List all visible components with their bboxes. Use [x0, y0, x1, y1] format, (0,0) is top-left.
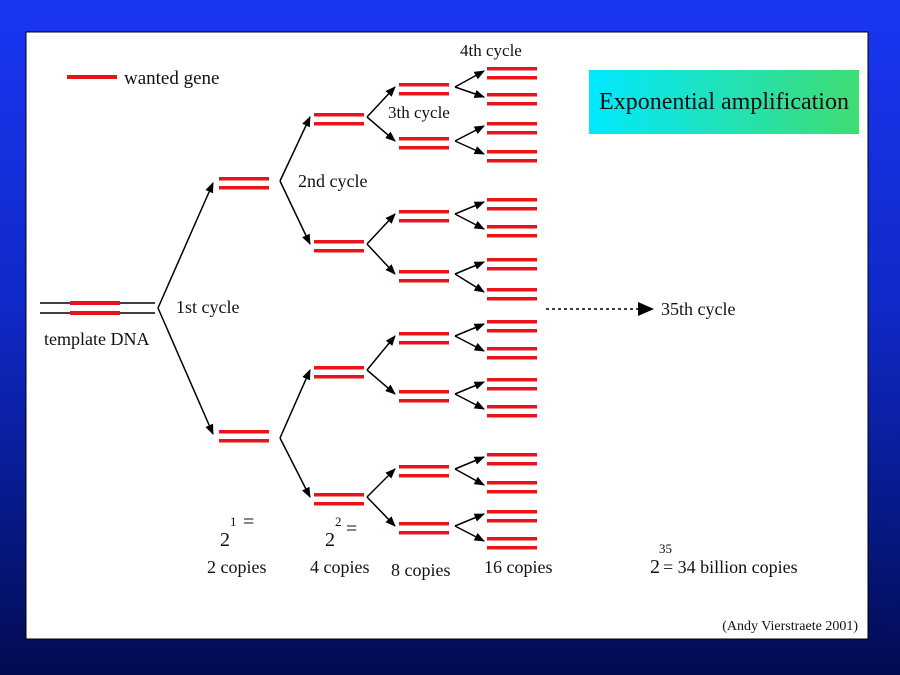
count-4-equals: =	[346, 518, 357, 540]
gene-copy-c1-2	[219, 430, 269, 443]
gene-copy-c2-3	[314, 366, 364, 379]
branch-line	[279, 369, 311, 439]
gene-copy-c1-1	[219, 177, 269, 190]
title-text: Exponential amplification	[599, 89, 849, 115]
legend-label: wanted gene	[124, 68, 219, 89]
branch-line	[366, 86, 396, 118]
branch-line	[454, 201, 485, 215]
gene-copy-c4-13	[487, 453, 537, 466]
branch-line	[454, 70, 485, 88]
gene-copy-c3-3	[399, 210, 449, 223]
count-16-text: 16 copies	[484, 557, 552, 577]
title-box: Exponential amplification	[589, 70, 859, 134]
gene-copy-c4-6	[487, 225, 537, 238]
branch-line	[279, 180, 311, 245]
count-4-base: 2	[325, 529, 335, 551]
gene-copy-c2-2	[314, 240, 364, 253]
branch-line	[454, 261, 485, 275]
gene-copies	[219, 67, 537, 550]
branch-line	[157, 307, 214, 435]
cycle-label-1: 1st cycle	[176, 297, 239, 317]
branch-line	[157, 182, 214, 309]
credit: (Andy Vierstraete 2001)	[722, 619, 858, 634]
count-35-text: = 34 billion copies	[663, 557, 798, 577]
gene-copy-c4-9	[487, 320, 537, 333]
count-4-text: 4 copies	[310, 557, 369, 577]
branch-line	[454, 393, 485, 410]
gene-copy-c4-12	[487, 405, 537, 418]
count-2: 2 1 = 2 copies	[207, 511, 266, 577]
count-2-exponent: 1	[230, 514, 237, 529]
gene-copy-c3-5	[399, 332, 449, 345]
legend-gene-icon	[67, 75, 117, 79]
branch-line	[454, 140, 485, 155]
gene-copy-c4-11	[487, 378, 537, 391]
cycle-label-3: 3th cycle	[388, 103, 450, 122]
gene-copy-c4-10	[487, 347, 537, 360]
template-label: template DNA	[44, 329, 149, 349]
legend: wanted gene	[67, 68, 219, 89]
count-35-exponent: 35	[659, 541, 672, 556]
branch-line	[454, 125, 485, 142]
arrow-head-icon	[638, 302, 654, 316]
count-35-base: 2	[650, 556, 660, 578]
count-2-base: 2	[220, 529, 230, 551]
branch-line	[454, 213, 485, 230]
branch-line	[366, 213, 396, 245]
branch-line	[454, 381, 485, 395]
gene-copy-c4-1	[487, 67, 537, 80]
gene-copy-c4-5	[487, 198, 537, 211]
count-4-exponent: 2	[335, 514, 342, 529]
gene-copy-c4-16	[487, 537, 537, 550]
branch-lines	[157, 70, 485, 542]
branch-line	[366, 243, 396, 275]
branch-line	[279, 437, 311, 498]
branch-line	[279, 116, 311, 182]
branch-line	[454, 513, 485, 527]
final-cycle-arrow: 35th cycle	[546, 299, 735, 319]
gene-copy-c4-14	[487, 481, 537, 494]
branch-line	[366, 496, 396, 527]
cycle-label-2: 2nd cycle	[298, 171, 367, 191]
branch-line	[454, 525, 485, 542]
gene-copy-c4-4	[487, 150, 537, 163]
branch-line	[366, 369, 396, 395]
branch-line	[454, 273, 485, 293]
branch-line	[366, 116, 396, 142]
gene-copy-c3-4	[399, 270, 449, 283]
branch-line	[454, 468, 485, 486]
gene-copy-c3-7	[399, 465, 449, 478]
count-35: 2 35 = 34 billion copies	[650, 541, 798, 578]
cycle-label-4: 4th cycle	[460, 41, 522, 60]
gene-copy-c2-4	[314, 493, 364, 506]
gene-copy-c4-15	[487, 510, 537, 523]
count-8-text: 8 copies	[391, 560, 450, 580]
branch-line	[454, 86, 485, 98]
branch-line	[454, 323, 485, 337]
branch-line	[366, 335, 396, 371]
gene-copy-c3-6	[399, 390, 449, 403]
gene-copy-c3-2	[399, 137, 449, 150]
branch-line	[454, 456, 485, 470]
gene-copy-c3-1	[399, 83, 449, 96]
count-2-text: 2 copies	[207, 557, 266, 577]
gene-copy-c3-8	[399, 522, 449, 535]
branch-line	[366, 468, 396, 498]
gene-copy-c4-3	[487, 122, 537, 135]
template-gene-icon	[70, 301, 120, 305]
gene-copy-c4-8	[487, 288, 537, 301]
gene-copy-c4-2	[487, 93, 537, 106]
cycle-label-35: 35th cycle	[661, 299, 735, 319]
gene-copy-c2-1	[314, 113, 364, 126]
count-2-equals: =	[243, 511, 254, 533]
branch-line	[454, 335, 485, 352]
template-dna: template DNA	[40, 301, 155, 349]
gene-copy-c4-7	[487, 258, 537, 271]
count-4: 2 2 = 4 copies	[310, 514, 369, 577]
